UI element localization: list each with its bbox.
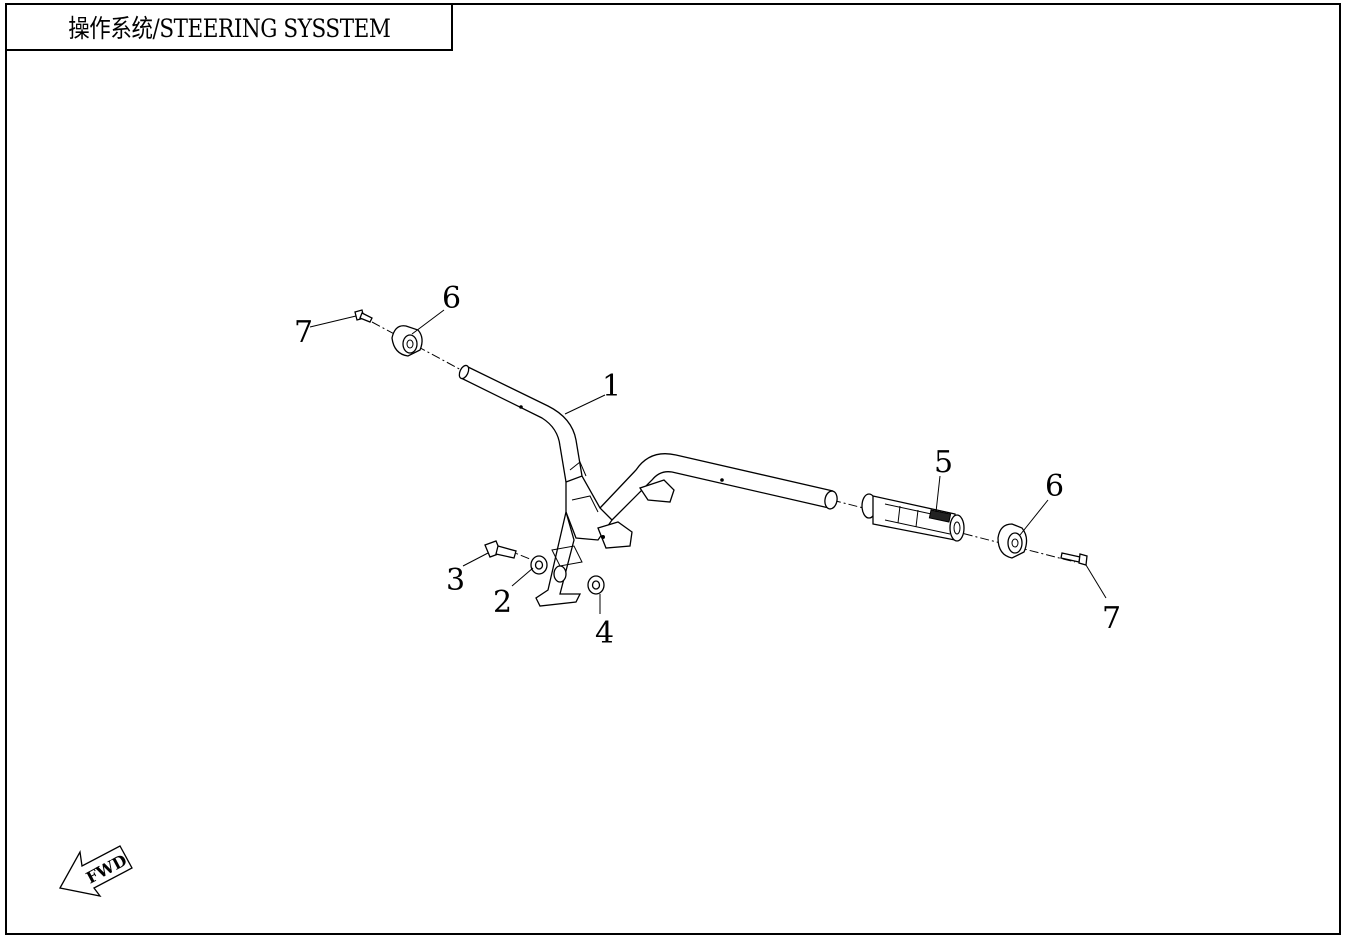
callout-7-right: 7 xyxy=(1102,601,1121,636)
callout-3: 3 xyxy=(446,563,465,598)
leader-6-right xyxy=(1019,499,1049,536)
grip-part-5 xyxy=(861,493,965,542)
callout-4: 4 xyxy=(595,616,614,651)
leader-5 xyxy=(935,475,941,513)
nut-part-4 xyxy=(587,575,605,595)
callout-1: 1 xyxy=(602,369,621,404)
callout-6-right: 6 xyxy=(1045,469,1064,504)
leader-7-left xyxy=(309,315,357,328)
leader-6-left xyxy=(411,309,445,335)
leader-2 xyxy=(511,567,534,587)
screw-part-7-left xyxy=(354,309,373,323)
handlebar-part-1 xyxy=(458,364,838,607)
leader-3 xyxy=(462,552,489,567)
drawing-sheet-border xyxy=(5,3,1341,935)
leader-1 xyxy=(564,394,606,415)
bar-end-weight-part-6-left xyxy=(391,325,423,357)
washer-part-2 xyxy=(530,555,548,575)
leader-7-right xyxy=(1085,564,1107,599)
page-title: 操作系统/STEERING SYSSTEM xyxy=(67,14,391,43)
callout-6-left: 6 xyxy=(442,281,461,316)
forward-direction-arrow: FWD xyxy=(58,845,133,897)
callout-2: 2 xyxy=(493,585,512,620)
title-block: 操作系统/STEERING SYSSTEM xyxy=(5,3,453,51)
bar-end-weight-part-6-right xyxy=(997,523,1028,559)
bolt-part-3 xyxy=(484,540,517,559)
callout-7-left: 7 xyxy=(294,315,313,350)
screw-part-7-right xyxy=(1060,552,1088,566)
callout-5: 5 xyxy=(934,445,953,480)
